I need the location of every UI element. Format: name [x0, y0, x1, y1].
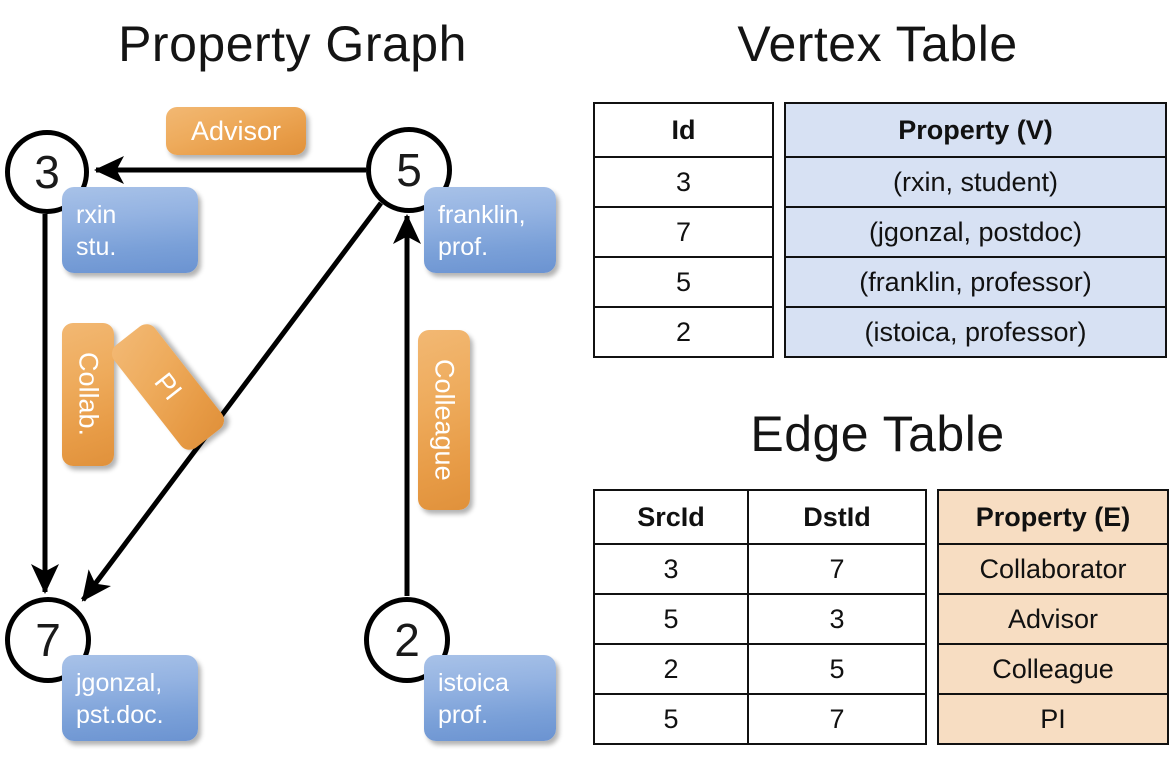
- graph-node-5[interactable]: 5: [366, 127, 452, 213]
- edge-row-1-src: 5: [593, 593, 749, 645]
- graph-node-2-property-line-1: istoica: [438, 669, 509, 697]
- vertex-row-2-id: 5: [593, 256, 774, 308]
- graph-node-2-property-box: istoica prof.: [424, 655, 556, 741]
- graph-node-2-label: 2: [394, 614, 420, 666]
- graph-node-3-property-line-1: rxin: [76, 201, 117, 229]
- vertex-row-1-property: (jgonzal, postdoc): [784, 206, 1167, 258]
- page-title-property-graph: Property Graph: [118, 16, 467, 72]
- edge-row-2-dst: 5: [747, 643, 927, 695]
- edge-row-2-src: 2: [593, 643, 749, 695]
- graph-node-7-property-box: jgonzal, pst.doc.: [62, 655, 198, 741]
- graph-node-3-property-line-2: stu.: [76, 233, 117, 261]
- edge-label-collab: Collab.: [62, 323, 114, 466]
- graph-node-7-property-line-1: jgonzal,: [76, 669, 163, 697]
- edge-label-advisor-text: Advisor: [190, 115, 282, 146]
- edge-label-collab-text: Collab.: [73, 352, 104, 437]
- vertex-table-header-id: Id: [593, 102, 774, 158]
- edge-row-1-gap: [926, 594, 938, 644]
- vertex-row-3-property: (istoica, professor): [784, 306, 1167, 358]
- graph-node-3-property-box: rxin stu.: [62, 187, 198, 273]
- vertex-row-0-gap: [773, 157, 785, 207]
- table-row[interactable]: 3 (rxin, student): [593, 156, 1167, 208]
- edge-row-3-property: PI: [937, 693, 1169, 745]
- graph-node-7-label: 7: [35, 614, 61, 666]
- vertex-table-header-row: Id Property (V): [593, 102, 1167, 158]
- vertex-table-column-gap: [773, 103, 785, 157]
- edge-table-header-property: Property (E): [937, 489, 1169, 545]
- graph-node-3-label: 3: [34, 146, 60, 198]
- vertex-row-2-gap: [773, 257, 785, 307]
- table-row[interactable]: 5 7 PI: [593, 693, 1169, 745]
- vertex-row-3-gap: [773, 307, 785, 357]
- vertex-table: Id Property (V) 3 (rxin, student) 7 (jgo…: [593, 102, 1167, 358]
- table-row[interactable]: 7 (jgonzal, postdoc): [593, 206, 1167, 258]
- edge-label-colleague-text: Colleague: [429, 359, 460, 481]
- edge-row-3-src: 5: [593, 693, 749, 745]
- vertex-row-2-property: (franklin, professor): [784, 256, 1167, 308]
- graph-node-5-label: 5: [396, 144, 422, 196]
- edge-row-0-property: Collaborator: [937, 543, 1169, 595]
- table-row[interactable]: 2 (istoica, professor): [593, 306, 1167, 358]
- edge-row-2-gap: [926, 644, 938, 694]
- page-title-edge-table: Edge Table: [750, 406, 1005, 462]
- vertex-row-3-id: 2: [593, 306, 774, 358]
- table-row[interactable]: 3 7 Collaborator: [593, 543, 1169, 595]
- edge-row-1-dst: 3: [747, 593, 927, 645]
- graph-node-5-property-line-1: franklin,: [438, 201, 526, 229]
- edge-row-3-gap: [926, 694, 938, 744]
- vertex-row-0-property: (rxin, student): [784, 156, 1167, 208]
- edge-row-3-dst: 7: [747, 693, 927, 745]
- vertex-row-0-id: 3: [593, 156, 774, 208]
- graph-node-2[interactable]: 2: [364, 597, 450, 683]
- vertex-row-1-gap: [773, 207, 785, 257]
- edge-table-header-srcid: SrcId: [593, 489, 749, 545]
- edge-table-header-row: SrcId DstId Property (E): [593, 489, 1169, 545]
- graph-node-2-property-line-2: prof.: [438, 701, 489, 729]
- page-title-vertex-table: Vertex Table: [737, 16, 1018, 72]
- graph-edges-layer: [31, 156, 421, 602]
- edge-row-2-property: Colleague: [937, 643, 1169, 695]
- edge-table-header-dstid: DstId: [747, 489, 927, 545]
- table-row[interactable]: 2 5 Colleague: [593, 643, 1169, 695]
- graph-node-7-property-line-2: pst.doc.: [76, 701, 164, 729]
- property-graph-panel: Property Graph 3 rxin stu. 5 franklin, p…: [5, 16, 556, 741]
- edge-label-advisor: Advisor: [166, 107, 306, 155]
- edge-table-column-gap: [926, 490, 938, 544]
- graph-node-5-property-box: franklin, prof.: [424, 187, 556, 273]
- edge-row-0-gap: [926, 544, 938, 594]
- edge-table: SrcId DstId Property (E) 3 7 Collaborato…: [593, 489, 1169, 745]
- table-row[interactable]: 5 (franklin, professor): [593, 256, 1167, 308]
- edge-row-0-src: 3: [593, 543, 749, 595]
- edge-row-0-dst: 7: [747, 543, 927, 595]
- edge-5-to-7: [81, 201, 383, 602]
- edge-row-1-property: Advisor: [937, 593, 1169, 645]
- vertex-table-header-property: Property (V): [784, 102, 1167, 158]
- vertex-row-1-id: 7: [593, 206, 774, 258]
- edge-label-pi-text: PI: [148, 367, 189, 406]
- edge-label-colleague: Colleague: [418, 330, 470, 510]
- graph-node-5-property-line-2: prof.: [438, 233, 489, 261]
- table-row[interactable]: 5 3 Advisor: [593, 593, 1169, 645]
